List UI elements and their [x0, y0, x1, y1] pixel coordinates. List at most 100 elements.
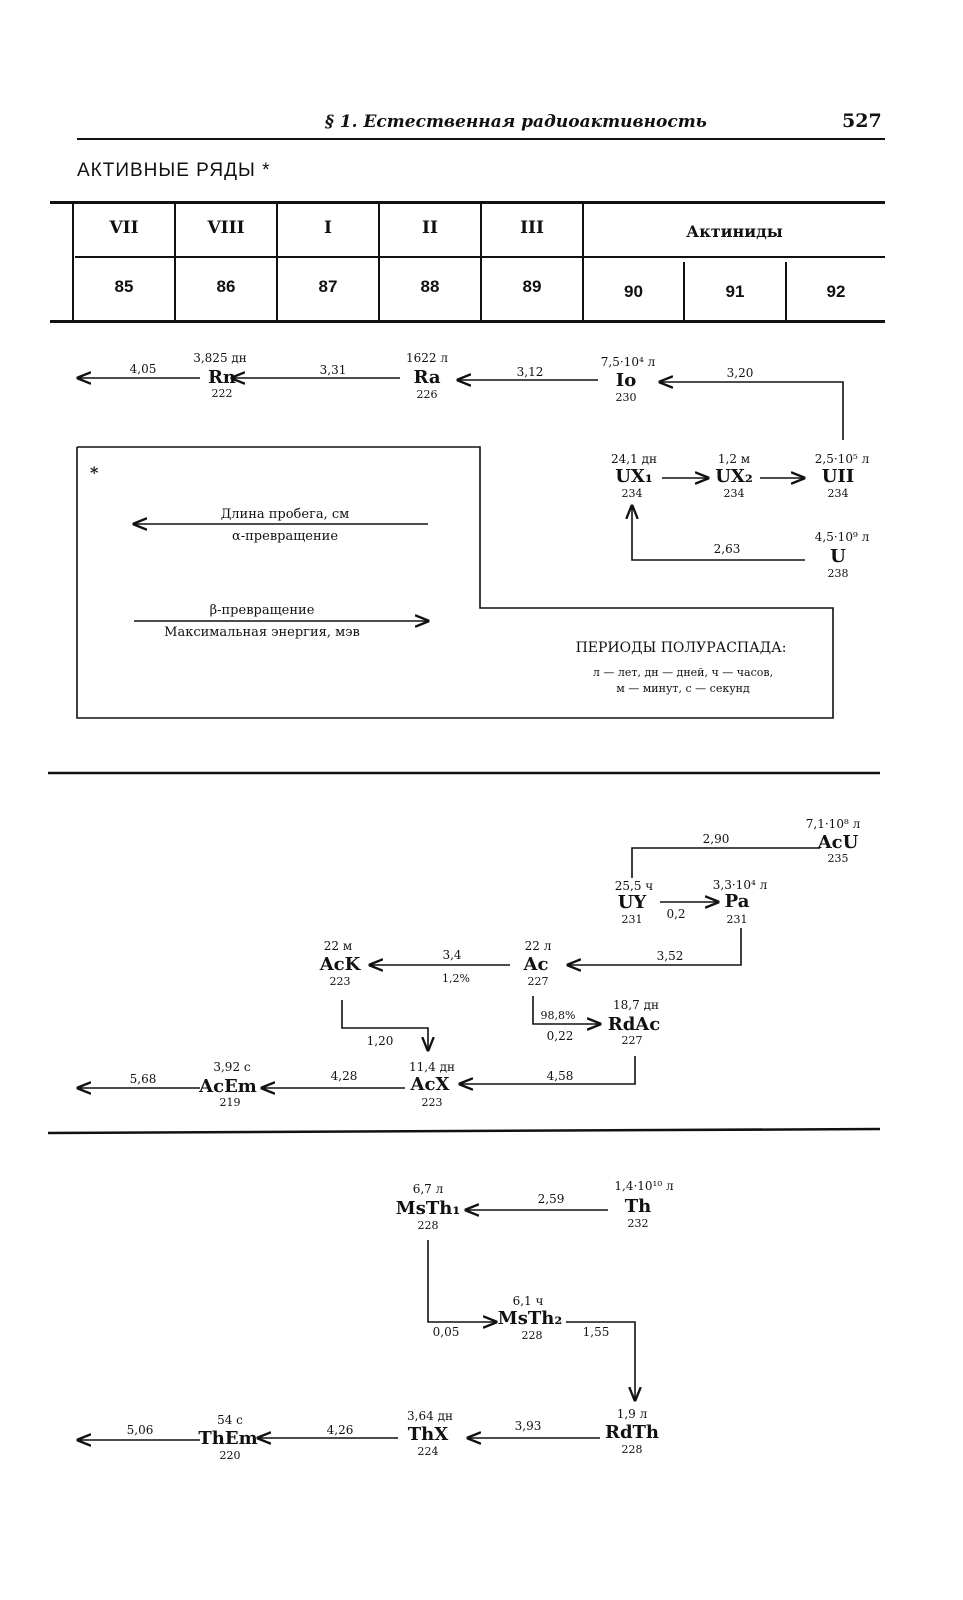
msth1-halflife: 6,7 л: [413, 1182, 444, 1196]
msth1-mass: 228: [418, 1219, 439, 1232]
ac-mass: 227: [528, 975, 549, 988]
msth2-halflife: 6,1 ч: [513, 1294, 544, 1308]
uii-symbol: UII: [822, 466, 855, 487]
u-mass: 238: [828, 567, 849, 580]
rn-mass: 222: [212, 387, 233, 400]
transition-arrow: [660, 382, 844, 440]
ux1-halflife: 24,1 дн: [611, 452, 657, 466]
table-bottom-rule: [50, 320, 885, 323]
element-number: 90: [624, 282, 643, 301]
rdac-halflife: 18,7 дн: [613, 998, 659, 1012]
u-halflife: 4,5·10⁹ л: [815, 530, 870, 544]
acem-mass: 219: [220, 1096, 241, 1109]
transition-arrow: [631, 847, 820, 878]
rdac-mass: 227: [622, 1034, 643, 1047]
element-number: 92: [826, 282, 846, 301]
alpha-range-label: 3,4: [442, 948, 461, 962]
ux2-symbol: UX₂: [715, 466, 753, 487]
rdth-mass: 228: [622, 1443, 643, 1456]
ux2-halflife: 1,2 м: [718, 452, 750, 466]
beta-energy-label: 0,22: [547, 1029, 574, 1043]
legend-marker: *: [90, 463, 99, 482]
ack-mass: 223: [330, 975, 351, 988]
header-rule: [77, 138, 885, 140]
ac-symbol: Ac: [523, 954, 549, 975]
ux1-mass: 234: [622, 487, 643, 500]
acem-halflife: 3,92 с: [213, 1060, 251, 1074]
table-col-divider: [378, 204, 380, 320]
ra-mass: 226: [417, 388, 438, 401]
alpha-range-label: 4,28: [331, 1069, 358, 1083]
thx-halflife: 3,64 дн: [407, 1409, 453, 1423]
alpha-range-label: 3,93: [515, 1419, 542, 1433]
msth1-symbol: MsTh₁: [396, 1198, 460, 1219]
alpha-range-label: 5,68: [130, 1072, 157, 1086]
alpha-range-label: 2,59: [538, 1192, 565, 1206]
table-col-divider: [582, 204, 584, 320]
pa-halflife: 3,3·10⁴ л: [713, 878, 768, 892]
ack-symbol: AcK: [319, 954, 362, 975]
ac-halflife: 22 л: [525, 939, 552, 953]
ux2-mass: 234: [724, 487, 745, 500]
uii-mass: 234: [828, 487, 849, 500]
table-col-divider: [480, 204, 482, 320]
rn-halflife: 3,825 дн: [193, 351, 247, 365]
acu-symbol: AcU: [817, 832, 859, 853]
legend-beta-top: β-превращение: [210, 603, 315, 618]
series-separator: [47, 1127, 881, 1135]
th-symbol: Th: [625, 1196, 651, 1217]
table-col-divider: [683, 262, 685, 320]
alpha-range-label: 3,52: [657, 949, 684, 963]
periods-line2: м — минут, с — секунд: [616, 682, 750, 695]
legend-alpha-bottom: α-превращение: [232, 529, 338, 544]
acx-halflife: 11,4 дн: [409, 1060, 455, 1074]
table-top-rule: [50, 201, 885, 204]
transition-arrow: [341, 1000, 428, 1050]
alpha-range-label: 4,58: [547, 1069, 574, 1083]
element-number: 85: [114, 277, 134, 296]
transition-arrow: [427, 1240, 496, 1322]
element-number: 89: [522, 277, 542, 296]
thx-mass: 224: [418, 1445, 439, 1458]
group-header: VIII: [207, 218, 245, 238]
msth2-symbol: MsTh₂: [498, 1308, 562, 1329]
beta-energy-label: 0,05: [433, 1325, 460, 1339]
table-col-divider: [276, 204, 278, 320]
alpha-range-label: 2,90: [703, 832, 730, 846]
acem-symbol: AcEm: [198, 1076, 257, 1097]
element-number: 86: [216, 277, 236, 296]
pa-mass: 231: [727, 913, 748, 926]
thx-symbol: ThX: [408, 1424, 448, 1445]
branch-percent: 98,8%: [541, 1009, 576, 1022]
io-halflife: 7,5·10⁴ л: [601, 355, 656, 369]
alpha-range-label: 3,20: [727, 366, 754, 380]
actinides-header: Актиниды: [686, 222, 783, 241]
acu-mass: 235: [828, 852, 849, 865]
alpha-range-label: 3,12: [517, 365, 544, 379]
uy-symbol: UY: [618, 892, 648, 913]
pa-symbol: Pa: [725, 891, 750, 912]
group-header: VII: [109, 218, 139, 238]
alpha-range-label: 3,31: [320, 363, 347, 377]
ra-halflife: 1622 л: [406, 351, 448, 365]
section-title: АКТИВНЫЕ РЯДЫ *: [77, 160, 271, 181]
transition-arrow: [568, 928, 742, 965]
periods-line1: л — лет, дн — дней, ч — часов,: [593, 666, 773, 679]
beta-energy-label: 0,2: [666, 907, 685, 921]
uy-halflife: 25,5 ч: [615, 879, 654, 893]
them-mass: 220: [220, 1449, 241, 1462]
ack-halflife: 22 м: [324, 939, 352, 953]
rdth-symbol: RdTh: [605, 1422, 659, 1443]
io-mass: 230: [616, 391, 637, 404]
legend-alpha-top: Длина пробега, см: [221, 507, 350, 522]
transition-arrow: [460, 1056, 636, 1084]
uy-mass: 231: [622, 913, 643, 926]
ux1-symbol: UX₁: [615, 466, 653, 487]
rn-symbol: Rn: [208, 367, 236, 388]
alpha-range-label: 5,06: [127, 1423, 154, 1437]
alpha-range-label: 2,63: [714, 542, 741, 556]
element-number: 88: [420, 277, 440, 296]
beta-energy-label: 1,20: [367, 1034, 394, 1048]
